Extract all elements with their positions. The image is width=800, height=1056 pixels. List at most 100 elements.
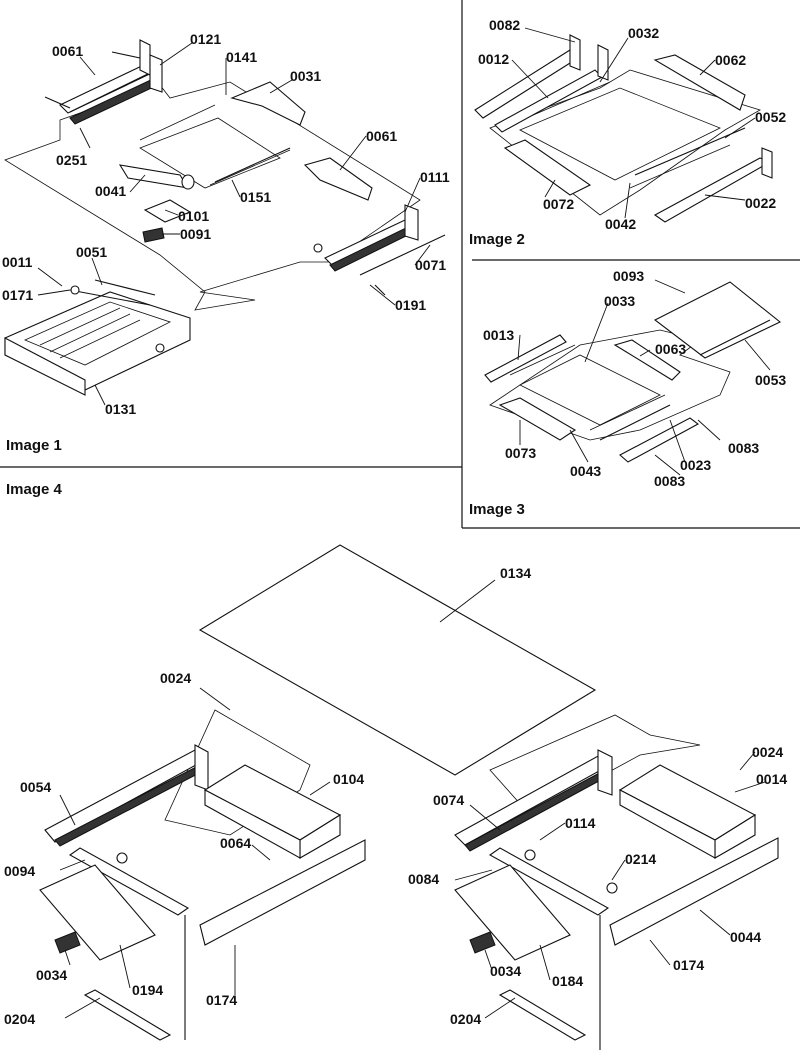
part-label: 0013 <box>483 327 514 343</box>
glass-panel-3 <box>519 354 661 426</box>
part-label: 0094 <box>4 863 35 879</box>
part-label: 0114 <box>565 815 596 831</box>
part-label: 0204 <box>450 1011 481 1027</box>
part-label: 0084 <box>408 871 439 887</box>
part-label: 0141 <box>226 49 257 65</box>
part-label: 0083 <box>654 473 685 489</box>
trim-0073 <box>498 397 577 441</box>
part-label: 0171 <box>2 287 33 303</box>
part-label: 0023 <box>680 457 711 473</box>
part-label: 0031 <box>290 68 321 84</box>
part-label: 0022 <box>745 195 776 211</box>
rail-0111-right <box>313 204 419 272</box>
image-1-assembly <box>4 39 446 396</box>
shelf-outline-2 <box>489 69 762 216</box>
panel-title-image-2: Image 2 <box>469 231 525 248</box>
part-label: 0024 <box>752 744 783 760</box>
part-label: 0074 <box>433 792 464 808</box>
part-label: 0091 <box>180 226 211 242</box>
part-label: 0024 <box>160 670 191 686</box>
part-label: 0063 <box>655 341 686 357</box>
part-label: 0083 <box>728 440 759 456</box>
part-label: 0044 <box>730 929 761 945</box>
part-label: 0043 <box>570 463 601 479</box>
trim-0031 <box>230 81 306 126</box>
shelf-0093 <box>653 281 782 359</box>
rod-0071 <box>359 234 446 276</box>
part-label: 0073 <box>505 445 536 461</box>
rail-0121 <box>44 54 163 125</box>
panel-frames <box>0 0 800 529</box>
part-label: 0034 <box>36 967 67 983</box>
part-label: 0062 <box>715 52 746 68</box>
part-label: 0034 <box>490 963 521 979</box>
clip-0091 <box>142 227 165 243</box>
part-label: 0131 <box>105 401 136 417</box>
image-2-assembly <box>474 34 773 223</box>
part-label: 0134 <box>500 565 531 581</box>
side-panel-0044 <box>609 837 779 946</box>
strip-0204-left <box>83 989 172 1041</box>
part-label: 0121 <box>190 31 221 47</box>
part-label: 0111 <box>420 169 450 185</box>
image-4-assembly <box>39 544 779 1050</box>
side-panel-0064 <box>199 839 366 946</box>
panel-title-image-3: Image 3 <box>469 501 525 518</box>
rail-0083 <box>619 417 700 463</box>
trim-0041 <box>118 164 190 189</box>
rod-0052 <box>634 127 746 176</box>
part-label: 0082 <box>489 17 520 33</box>
part-label: 0072 <box>543 196 574 212</box>
part-label: 0204 <box>4 1011 35 1027</box>
part-label: 0033 <box>604 293 635 309</box>
trim-0063 <box>613 339 681 381</box>
part-label: 0041 <box>95 183 126 199</box>
part-label: 0093 <box>613 268 644 284</box>
trim-0061-right <box>303 157 373 201</box>
part-label: 0061 <box>366 128 397 144</box>
rail-0094 <box>68 847 190 916</box>
part-label: 0012 <box>478 51 509 67</box>
part-label: 0052 <box>755 109 786 125</box>
glass-panel-1 <box>139 117 281 189</box>
part-label: 0214 <box>625 851 656 867</box>
part-label: 0042 <box>605 216 636 232</box>
part-label: 0101 <box>178 208 209 224</box>
part-label: 0011 <box>2 254 33 270</box>
part-label: 0053 <box>755 372 786 388</box>
part-label: 0061 <box>52 43 83 59</box>
part-label: 0151 <box>240 189 271 205</box>
part-label: 0174 <box>206 992 237 1008</box>
part-label: 0051 <box>76 244 107 260</box>
image-3-assembly <box>484 281 782 463</box>
left-shelf-assembly <box>39 744 366 1041</box>
clip-0034-right <box>469 931 496 954</box>
right-shelf-assembly <box>454 749 779 1050</box>
leader-lines <box>37 27 771 1019</box>
panel-title-image-1: Image 1 <box>6 437 62 454</box>
glass-shelf-0134 <box>198 544 597 776</box>
part-label: 0174 <box>673 957 704 973</box>
part-label: 0014 <box>756 771 787 787</box>
rail-0013 <box>484 334 567 383</box>
panel-title-image-4: Image 4 <box>6 481 63 498</box>
part-labels: 0061 0121 0141 0031 0251 0041 0101 0091 … <box>2 17 787 1027</box>
part-label: 0184 <box>552 973 583 989</box>
part-label: 0032 <box>628 25 659 41</box>
clip-0034-left <box>54 931 81 954</box>
rail-0082 <box>494 69 603 133</box>
rail-0084 <box>488 847 610 916</box>
part-label: 0104 <box>333 771 364 787</box>
crisper-drawer-0131 <box>4 279 191 396</box>
shelf-outline-3 <box>489 329 731 441</box>
shelf-outline-1 <box>4 81 421 311</box>
strip-0204-right <box>498 989 587 1041</box>
part-label: 0194 <box>132 982 163 998</box>
part-label: 0251 <box>56 152 87 168</box>
part-label: 0071 <box>415 257 446 273</box>
part-label: 0064 <box>220 835 251 851</box>
glass-panel-2 <box>519 87 721 181</box>
trim-0072 <box>503 139 592 196</box>
